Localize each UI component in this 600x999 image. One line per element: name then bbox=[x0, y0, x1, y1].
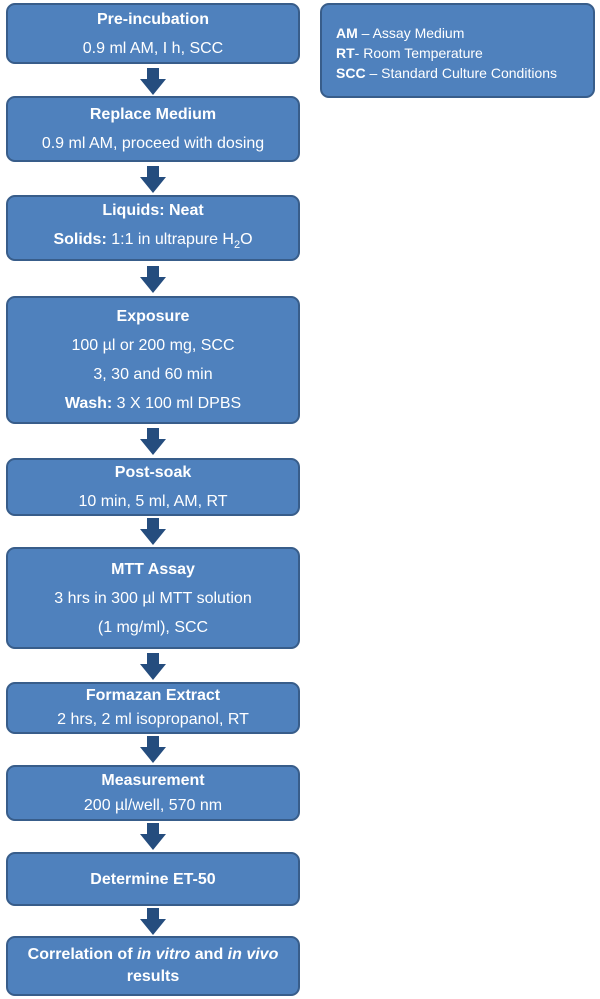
arrow-down-icon bbox=[140, 68, 166, 95]
arrow-down-icon bbox=[140, 266, 166, 293]
correlation-line-1: Correlation of in vitro and in vivo bbox=[27, 946, 279, 963]
arrow-down-icon bbox=[140, 653, 166, 680]
step-post-soak: Post-soak 10 min, 5 ml, AM, RT bbox=[6, 458, 300, 516]
liquids-line: Liquids: Neat bbox=[102, 201, 204, 219]
legend-row-rt: RT- Room Temperature bbox=[336, 45, 483, 61]
step-preincubation: Pre-incubation 0.9 ml AM, I h, SCC bbox=[6, 3, 300, 64]
legend-box: AM – Assay Medium RT- Room Temperature S… bbox=[320, 3, 595, 98]
arrow-down-icon bbox=[140, 518, 166, 545]
step-liquids-solids: Liquids: Neat Solids: 1:1 in ultrapure H… bbox=[6, 195, 300, 261]
legend-row-am: AM – Assay Medium bbox=[336, 25, 465, 41]
step-replace-medium: Replace Medium 0.9 ml AM, proceed with d… bbox=[6, 96, 300, 162]
arrow-down-icon bbox=[140, 736, 166, 763]
step-formazan-extract: Formazan Extract 2 hrs, 2 ml isopropanol… bbox=[6, 682, 300, 734]
arrow-down-icon bbox=[140, 823, 166, 850]
arrow-down-icon bbox=[140, 908, 166, 935]
step-measurement: Measurement 200 µl/well, 570 nm bbox=[6, 765, 300, 821]
arrow-down-icon bbox=[140, 428, 166, 455]
step-correlation: Correlation of in vitro and in vivo resu… bbox=[6, 936, 300, 996]
wash-line: Wash: 3 X 100 ml DPBS bbox=[64, 395, 242, 412]
legend-row-scc: SCC – Standard Culture Conditions bbox=[336, 65, 558, 81]
step-determine-et50: Determine ET-50 bbox=[6, 852, 300, 906]
step-exposure: Exposure 100 µl or 200 mg, SCC 3, 30 and… bbox=[6, 296, 300, 424]
arrow-down-icon bbox=[140, 166, 166, 193]
step-mtt-assay: MTT Assay 3 hrs in 300 µl MTT solution (… bbox=[6, 547, 300, 649]
solids-line: Solids: 1:1 in ultrapure H2O bbox=[53, 230, 253, 252]
